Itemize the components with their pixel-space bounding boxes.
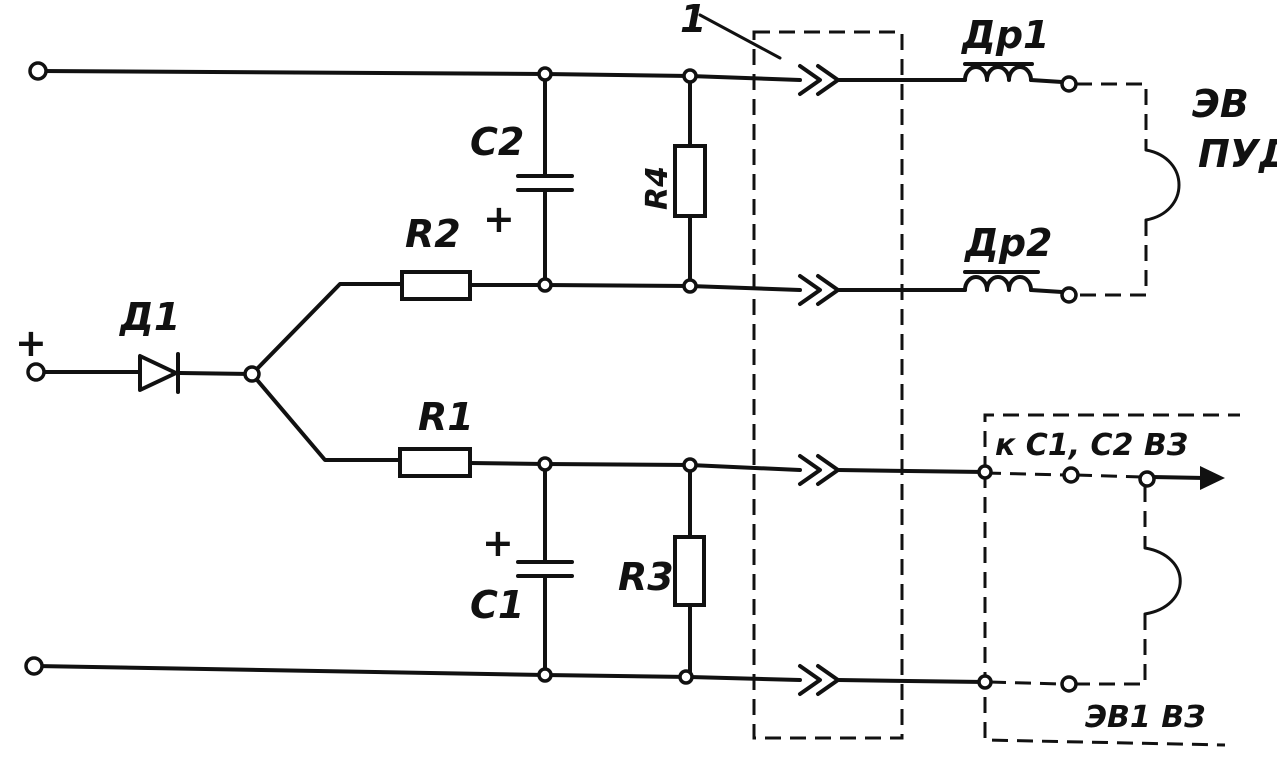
ev1-vz-block [983, 413, 1240, 747]
connector-pin-r1 [798, 454, 987, 486]
diode-d1 [138, 352, 180, 394]
ev-pud-winding [1076, 82, 1181, 297]
label-plus-c1: + [482, 521, 514, 565]
resistor-r2 [400, 270, 472, 301]
label-dr2: Др2 [964, 221, 1053, 265]
connector-block-1 [752, 30, 904, 740]
label-c1: C1 [470, 583, 524, 627]
wire-top-rail [38, 69, 802, 82]
label-ev-pud-line1: ЭВ [1192, 82, 1249, 126]
inductor-dr1 [963, 62, 1064, 84]
arrow-right-icon [1200, 466, 1225, 490]
label-callout-1: 1 [680, 0, 706, 41]
connector-pins [798, 64, 987, 696]
terminal-plus-input [26, 362, 46, 382]
resistor-r3 [673, 535, 706, 607]
label-r2: R2 [405, 212, 461, 256]
terminal-top [28, 61, 48, 81]
label-plus-input: + [15, 321, 47, 365]
wire-input [34, 370, 254, 376]
connector-pin-r2 [798, 274, 967, 306]
terminals [24, 61, 1156, 693]
wire-branches [250, 282, 404, 462]
connector-pin-bottom [798, 664, 987, 696]
wire-r2-rail [468, 283, 802, 292]
callout-leader [698, 13, 782, 60]
resistor-r1 [398, 447, 472, 478]
resistor-r4 [673, 144, 707, 218]
label-ev1-vz: ЭВ1 ВЗ [1085, 700, 1205, 735]
capacitor-c2 [516, 174, 574, 192]
label-r1: R1 [418, 395, 474, 439]
label-ev-pud-line2: ПУД [1198, 132, 1277, 176]
capacitor-c1 [516, 560, 574, 578]
label-r4: R4 [640, 166, 675, 210]
wire-r1-rail [468, 461, 802, 472]
connector-pin-top [798, 64, 967, 96]
label-to-c1-c2-vz: к C1, C2 ВЗ [995, 428, 1188, 463]
inductor-dr2 [963, 270, 1064, 294]
label-plus-c2: + [483, 197, 515, 241]
label-dr1: Др1 [961, 13, 1050, 57]
label-d1: Д1 [119, 295, 180, 339]
wire-bottom-rail [34, 664, 802, 682]
label-r3: R3 [618, 555, 674, 599]
label-c2: C2 [470, 120, 524, 164]
terminal-bottom [24, 656, 44, 676]
